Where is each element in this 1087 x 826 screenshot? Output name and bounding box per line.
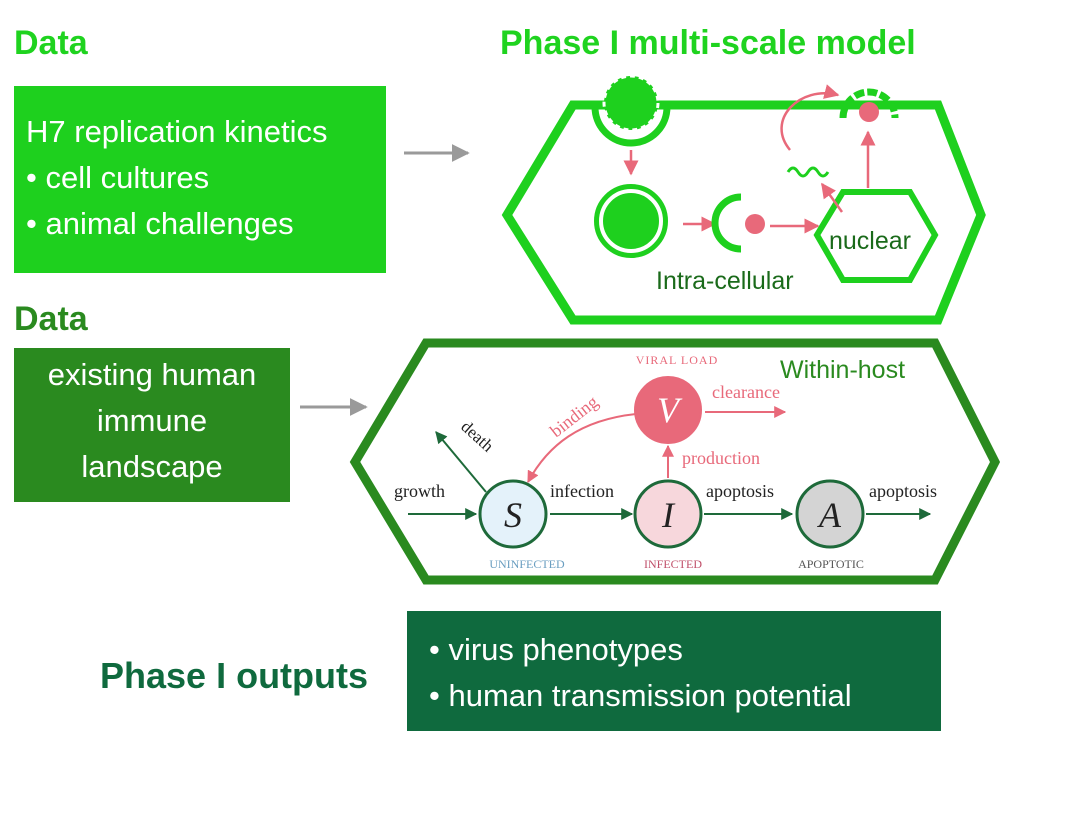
- intracellular-label: Intra-cellular: [656, 267, 794, 295]
- data-box-line: immune: [96, 403, 208, 438]
- apoptosis-label-2: apoptosis: [869, 481, 937, 501]
- death-arrow: [435, 431, 487, 493]
- outputs-line: • virus phenotypes: [429, 632, 683, 667]
- model-title: Phase I multi-scale model: [500, 24, 916, 62]
- clearance-label: clearance: [712, 382, 780, 402]
- apoptotic-label: APOPTOTIC: [798, 557, 864, 571]
- death-label: death: [457, 417, 497, 456]
- budding-vRNP-icon: [859, 102, 879, 122]
- virus-particle-icon: [602, 74, 660, 132]
- budding-virion-icon: [839, 88, 899, 119]
- apoptosis-label-1: apoptosis: [706, 481, 774, 501]
- within-host-hexagon: [349, 338, 1001, 585]
- node-V: [634, 376, 702, 444]
- data-box-line: • cell cultures: [26, 160, 210, 195]
- data-box-line: • animal challenges: [26, 206, 294, 241]
- endocytosis-cup-icon: [591, 106, 671, 147]
- outputs-box: • virus phenotypes • human transmission …: [407, 611, 941, 731]
- outputs-title: Phase I outputs: [100, 655, 369, 696]
- data-heading-top: Data: [14, 24, 88, 62]
- mrna-icon: [786, 166, 830, 178]
- nucleus-hexagon: [813, 189, 939, 283]
- intracellular-cell: [501, 100, 986, 325]
- data-heading-bottom: Data: [14, 300, 88, 338]
- node-I: [633, 479, 703, 549]
- data-box-line: H7 replication kinetics: [26, 114, 328, 149]
- node-S: [478, 479, 548, 549]
- data-box-line: landscape: [81, 449, 223, 484]
- data-box-line: existing human: [47, 357, 257, 392]
- production-label: production: [682, 448, 760, 468]
- node-A-label: A: [817, 495, 842, 535]
- uninfected-label: UNINFECTED: [489, 557, 565, 571]
- infected-label: INFECTED: [644, 557, 702, 571]
- within-host-label: Within-host: [780, 356, 905, 384]
- node-S-label: S: [504, 495, 522, 535]
- vRNP-dot-icon: [745, 214, 765, 234]
- nucleus-label: nuclear: [829, 227, 911, 255]
- node-A: [795, 479, 865, 549]
- data-box-immune: existing human immune landscape: [14, 348, 290, 502]
- node-I-label: I: [661, 495, 676, 535]
- node-V-label: V: [657, 390, 683, 430]
- outputs-line: • human transmission potential: [429, 678, 852, 713]
- data-box-replication: H7 replication kinetics • cell cultures …: [14, 86, 386, 273]
- viral-load-label: VIRAL LOAD: [636, 353, 719, 367]
- binding-arrow: [527, 413, 637, 484]
- infection-label: infection: [550, 481, 614, 501]
- growth-label: growth: [394, 481, 445, 501]
- uncoating-icon: [711, 193, 742, 253]
